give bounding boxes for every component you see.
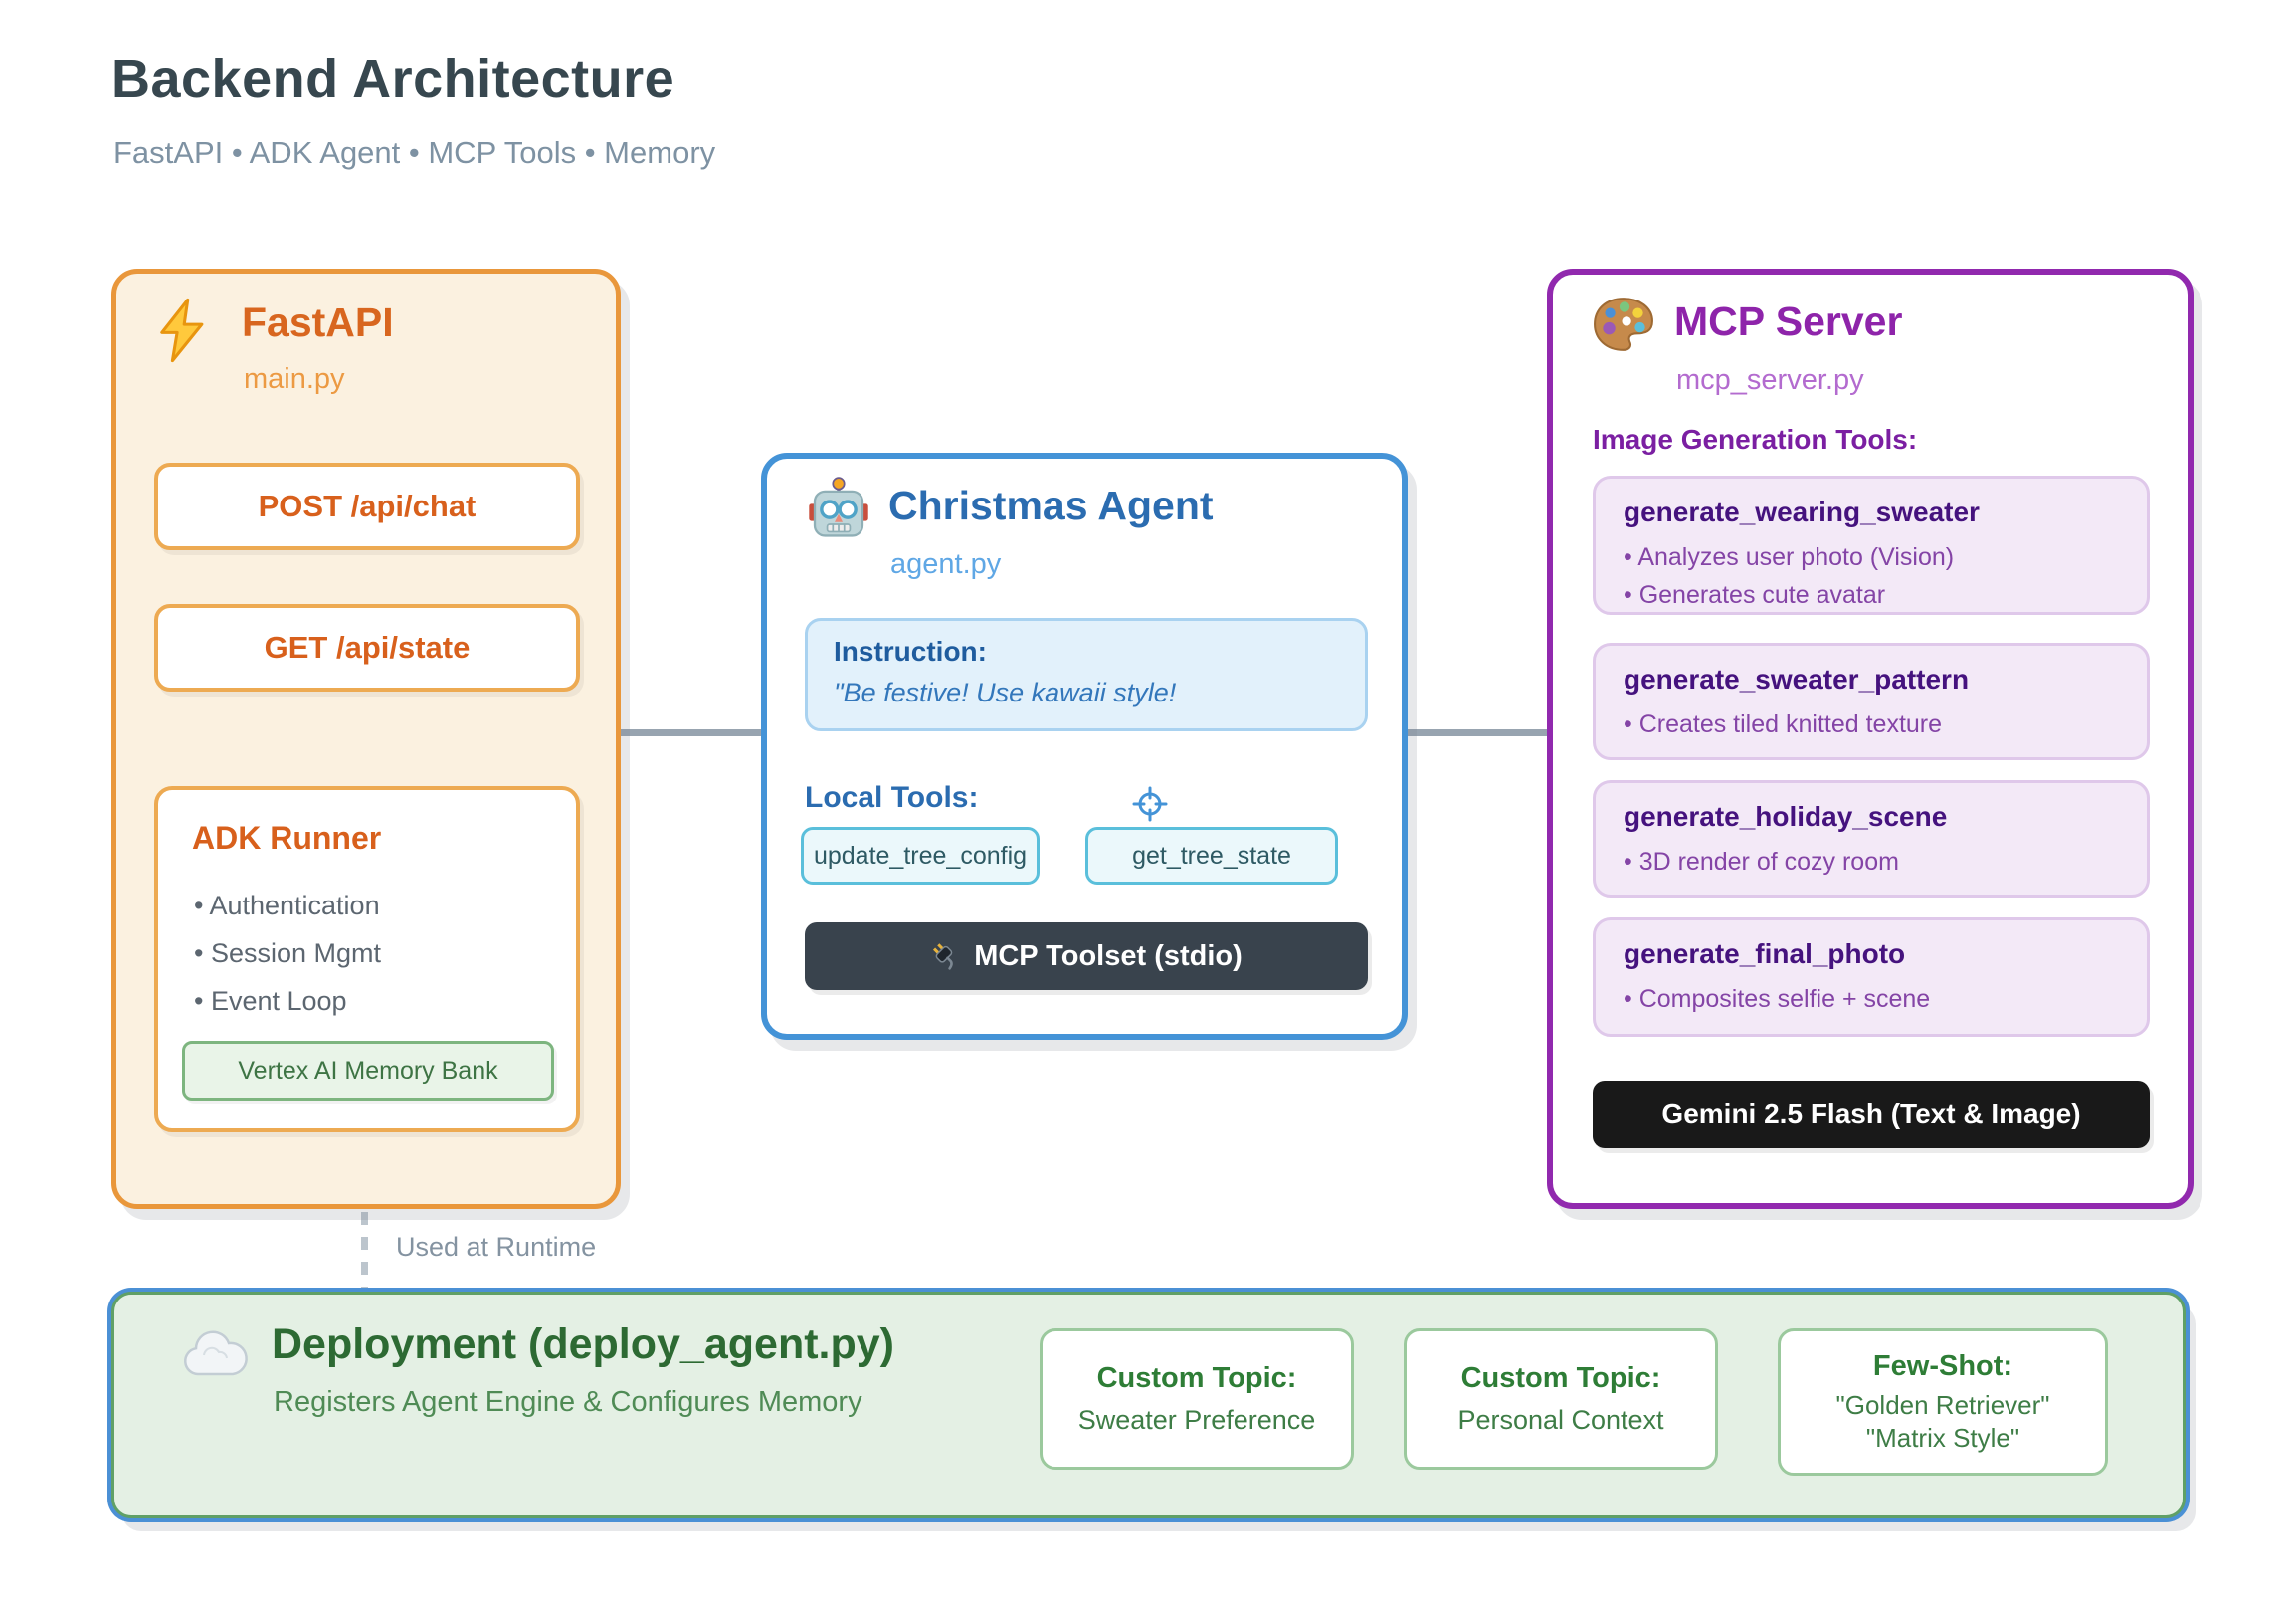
- runtime-label: Used at Runtime: [396, 1232, 597, 1262]
- few-shot-line-1: "Golden Retriever": [1835, 1389, 2050, 1420]
- page-title: Backend Architecture: [111, 49, 675, 108]
- page-subtitle: FastAPI • ADK Agent • MCP Tools • Memory: [113, 135, 716, 170]
- endpoint-get-api-state: GET /api/state: [154, 604, 580, 692]
- tool-chip-update-tree-config: update_tree_config: [801, 827, 1040, 885]
- vertex-ai-memory-bank-chip: Vertex AI Memory Bank: [182, 1041, 554, 1101]
- mcp-tool-card-generate-final-photo: generate_final_photo Composites selfie +…: [1593, 917, 2150, 1037]
- mcp-tool-bullet: Analyzes user photo (Vision): [1624, 538, 1954, 576]
- adk-bullet-session-mgmt: Session Mgmt: [194, 929, 381, 977]
- palette-icon: [1594, 298, 1653, 351]
- deploy-chip-few-shot: Few-Shot: "Golden Retriever" "Matrix Sty…: [1778, 1328, 2108, 1476]
- deployment-box: Deployment (deploy_agent.py) Registers A…: [111, 1292, 2186, 1518]
- mcp-tool-bullet: 3D render of cozy room: [1624, 843, 1899, 881]
- mcp-tool-bullets: Analyzes user photo (Vision) Generates c…: [1624, 538, 1954, 614]
- mcp-tool-bullet: Generates cute avatar: [1624, 576, 1954, 614]
- adk-runner-list: Authentication Session Mgmt Event Loop: [194, 882, 381, 1025]
- mcp-toolset-bar: MCP Toolset (stdio): [805, 922, 1368, 990]
- mcp-title: MCP Server: [1674, 299, 1903, 344]
- mcp-tool-card-generate-sweater-pattern: generate_sweater_pattern Creates tiled k…: [1593, 643, 2150, 760]
- plug-icon: [933, 943, 953, 970]
- deploy-chip-label: Custom Topic:: [1460, 1362, 1661, 1394]
- mcp-tool-name: generate_sweater_pattern: [1624, 664, 1970, 695]
- fastapi-file-label: main.py: [244, 363, 345, 395]
- adk-runner-title: ADK Runner: [192, 820, 382, 856]
- gemini-model-bar: Gemini 2.5 Flash (Text & Image): [1593, 1081, 2150, 1148]
- deploy-chip-label: Custom Topic:: [1096, 1362, 1297, 1394]
- mcp-tool-bullet: Creates tiled knitted texture: [1624, 705, 1942, 743]
- christmas-agent-box: Christmas Agent agent.py Instruction: "B…: [761, 453, 1408, 1040]
- adk-bullet-authentication: Authentication: [194, 882, 381, 929]
- agent-title: Christmas Agent: [888, 483, 1214, 528]
- deployment-subtitle: Registers Agent Engine & Configures Memo…: [274, 1386, 862, 1418]
- zap-icon: [160, 298, 204, 363]
- robot-icon: [809, 477, 868, 537]
- deploy-chip-sweater-preference: Custom Topic: Sweater Preference: [1040, 1328, 1354, 1470]
- image-generation-tools-label: Image Generation Tools:: [1593, 424, 1918, 455]
- tool-chip-get-tree-state: get_tree_state: [1085, 827, 1338, 885]
- mcp-tool-bullets: 3D render of cozy room: [1624, 843, 1899, 881]
- connector-runtime-dashed: [361, 1212, 368, 1290]
- mcp-tool-card-generate-wearing-sweater: generate_wearing_sweater Analyzes user p…: [1593, 476, 2150, 615]
- adk-runner-box: ADK Runner Authentication Session Mgmt E…: [154, 786, 580, 1132]
- adk-bullet-event-loop: Event Loop: [194, 977, 381, 1025]
- instruction-label: Instruction:: [834, 636, 987, 667]
- mcp-file-label: mcp_server.py: [1676, 364, 1864, 396]
- deploy-chip-value: Sweater Preference: [1077, 1405, 1316, 1435]
- few-shot-line-2: "Matrix Style": [1865, 1422, 2020, 1453]
- mcp-toolset-label: MCP Toolset (stdio): [974, 939, 1243, 972]
- fastapi-box: FastAPI main.py POST /api/chat GET /api/…: [111, 269, 621, 1209]
- mcp-tool-name: generate_wearing_sweater: [1624, 497, 1980, 527]
- instruction-text: "Be festive! Use kawaii style!: [834, 678, 1177, 707]
- local-tools-label: Local Tools:: [805, 781, 979, 814]
- deploy-chip-label: Few-Shot:: [1872, 1349, 2013, 1382]
- mcp-tool-bullet: Composites selfie + scene: [1624, 980, 1931, 1018]
- mcp-tool-name: generate_holiday_scene: [1624, 801, 1948, 832]
- mcp-tool-bullets: Creates tiled knitted texture: [1624, 705, 1942, 743]
- connector-agent-mcp: [1404, 729, 1550, 736]
- target-icon: [1132, 786, 1168, 822]
- deploy-chip-value: Personal Context: [1457, 1405, 1664, 1435]
- deploy-chip-personal-context: Custom Topic: Personal Context: [1404, 1328, 1718, 1470]
- fastapi-title: FastAPI: [242, 300, 394, 345]
- endpoint-post-api-chat: POST /api/chat: [154, 463, 580, 550]
- cloud-icon: [184, 1330, 248, 1376]
- mcp-server-box: MCP Server mcp_server.py Image Generatio…: [1547, 269, 2194, 1209]
- instruction-box: Instruction: "Be festive! Use kawaii sty…: [805, 618, 1368, 731]
- deployment-title: Deployment (deploy_agent.py): [272, 1320, 894, 1368]
- agent-file-label: agent.py: [890, 548, 1002, 580]
- connector-fastapi-agent: [619, 729, 764, 736]
- mcp-tool-card-generate-holiday-scene: generate_holiday_scene 3D render of cozy…: [1593, 780, 2150, 898]
- mcp-tool-name: generate_final_photo: [1624, 938, 1906, 969]
- deploy-chip-value: "Golden Retriever" "Matrix Style": [1836, 1389, 2050, 1455]
- mcp-tool-bullets: Composites selfie + scene: [1624, 980, 1931, 1018]
